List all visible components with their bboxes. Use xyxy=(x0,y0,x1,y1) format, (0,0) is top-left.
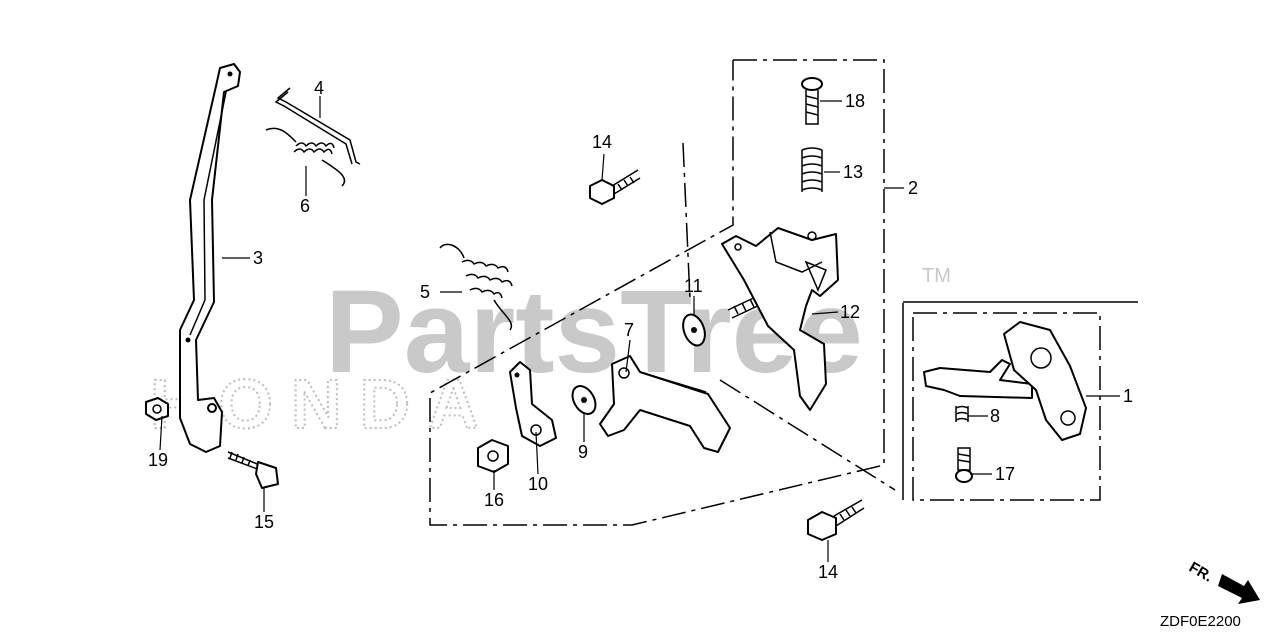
callout-10: 10 xyxy=(528,474,548,494)
callout-3: 3 xyxy=(253,248,263,268)
spring-part-13 xyxy=(801,147,823,192)
diagram-code: ZDF0E2200 xyxy=(1160,613,1241,630)
nut-part-16 xyxy=(477,439,509,473)
front-direction-indicator: FR. xyxy=(1186,559,1260,604)
callout-5: 5 xyxy=(420,282,430,302)
spring-part-5 xyxy=(439,243,513,331)
callout-9: 9 xyxy=(578,442,588,462)
flange-bolt-part-14-lower xyxy=(807,499,865,541)
screw-part-17 xyxy=(955,447,973,483)
direction-label: FR. xyxy=(1186,559,1215,586)
nut-part-19 xyxy=(145,397,169,421)
callout-16: 16 xyxy=(484,490,504,510)
callout-8: 8 xyxy=(990,406,1000,426)
callout-7: 7 xyxy=(624,320,634,340)
callout-11: 11 xyxy=(684,276,703,296)
flange-bolt-part-14-upper xyxy=(589,169,641,205)
inset-box-1 xyxy=(902,301,1138,501)
washer-part-11 xyxy=(682,313,706,347)
callout-18: 18 xyxy=(845,91,865,111)
callout-4: 4 xyxy=(314,78,324,98)
callout-15: 15 xyxy=(254,512,274,532)
callout-2: 2 xyxy=(908,178,918,198)
spring-part-8 xyxy=(955,405,969,422)
watermark-trademark: TM xyxy=(922,265,951,287)
bolt-part-15 xyxy=(227,451,279,489)
bracket-part-2 xyxy=(721,227,839,411)
arrow-icon xyxy=(1218,574,1260,604)
callout-14-upper: 14 xyxy=(592,132,612,152)
leader-lines xyxy=(159,96,1120,562)
control-rod-part-3 xyxy=(179,63,241,453)
washer-part-9 xyxy=(571,385,597,415)
lever-part-1 xyxy=(923,321,1087,441)
screw-part-18 xyxy=(801,77,823,125)
lever-part-7 xyxy=(599,355,731,453)
callout-13: 13 xyxy=(843,162,863,182)
assembly-boundary-2 xyxy=(429,59,896,526)
spring-part-6 xyxy=(265,127,346,187)
callout-19: 19 xyxy=(148,450,168,470)
callout-14-lower: 14 xyxy=(818,562,838,582)
callout-1: 1 xyxy=(1123,386,1133,406)
callout-17: 17 xyxy=(995,464,1015,484)
callout-12: 12 xyxy=(840,302,860,322)
wire-rod-part-4 xyxy=(274,87,361,165)
callout-6: 6 xyxy=(300,196,310,216)
callouts: 1 2 3 4 5 6 7 8 9 10 11 12 13 14 14 15 1… xyxy=(148,78,1133,582)
